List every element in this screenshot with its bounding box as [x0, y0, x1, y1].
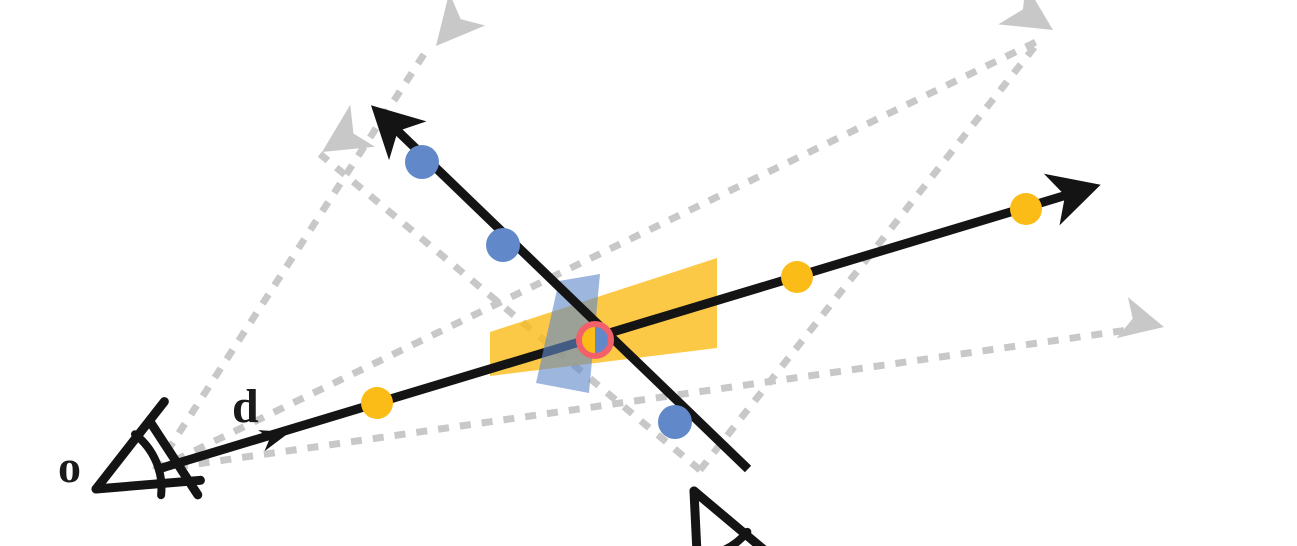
dotted-arrowhead-lower-right	[1116, 297, 1164, 339]
camera-origin-left	[91, 397, 205, 500]
dotted-arrowhead-left	[322, 104, 375, 152]
dotted-arrowhead-upper-left	[436, 0, 486, 46]
camera-frustum-upper-edge	[689, 486, 784, 546]
camera-image-plane	[145, 416, 203, 500]
camera-fov-arc	[130, 430, 166, 500]
dotted-ray-right-upper	[317, 151, 703, 473]
intersection-left-half	[581, 326, 595, 354]
dotted-arrowhead-upper-right	[998, 0, 1053, 30]
direction-label: d	[232, 380, 259, 433]
yellow-sample-point	[361, 387, 393, 419]
intersection-ring	[576, 321, 614, 359]
orange-ray	[153, 173, 1101, 475]
blue-sample-point	[658, 405, 692, 439]
yellow-sample-point	[1010, 193, 1042, 225]
yellow-sample-point	[781, 261, 813, 293]
blue-uncertainty-band	[536, 274, 600, 393]
camera-frustum-upper-edge	[91, 397, 169, 494]
camera-fov-arc	[681, 527, 752, 546]
camera-frustum-lower-edge	[91, 475, 205, 494]
blue-sample-points	[405, 145, 692, 439]
dotted-ray-left-mid	[153, 36, 1042, 474]
orange-ray-mid-arrow	[258, 430, 290, 452]
camera-frustum-lower-edge	[689, 486, 704, 546]
dotted-arrowheads	[322, 0, 1164, 339]
yellow-sample-points	[361, 193, 1042, 419]
intersection-marker	[576, 321, 614, 359]
camera-origin-right	[680, 486, 784, 546]
blue-sample-point	[405, 145, 439, 179]
blue-sample-point	[486, 228, 520, 262]
dotted-ray-bundle	[152, 36, 1136, 474]
intersection-right-half	[595, 326, 609, 354]
orange-ray-line	[153, 173, 1101, 475]
origin-label: o	[58, 441, 81, 492]
